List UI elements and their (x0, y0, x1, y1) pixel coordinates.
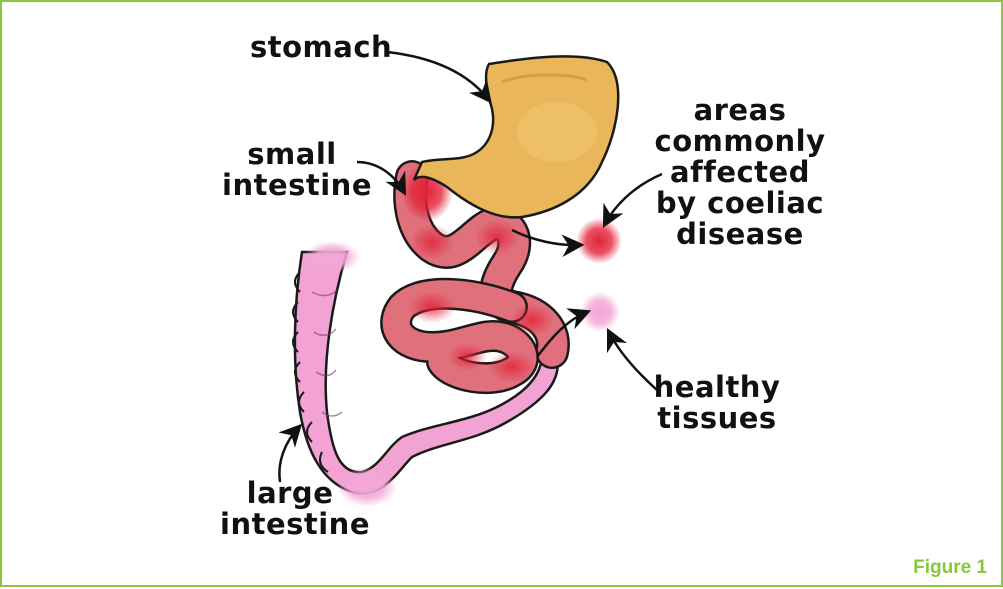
stomach-label-text: stomach (250, 30, 392, 64)
stomach-label: stomach (250, 32, 392, 63)
affected-label-line-5: disease (650, 219, 830, 250)
large-intestine-label-line-1: large (220, 478, 360, 509)
small-intestine-label: small intestine (222, 139, 362, 201)
affected-label-line-4: by coeliac (650, 188, 830, 219)
small-intestine-label-line-2: intestine (222, 170, 362, 201)
figure-caption: Figure 1 (913, 557, 987, 579)
large-intestine-arrow (279, 427, 299, 482)
affected-label-line-2: commonly (650, 126, 830, 157)
affected-areas-label: areas commonly affected by coeliac disea… (650, 95, 830, 250)
large-intestine-label-line-2: intestine (220, 509, 360, 540)
healthy-arrow-to-swatch (609, 332, 657, 390)
affected-area-swatch (576, 218, 622, 264)
stomach-arrow (387, 52, 489, 100)
healthy-label-line-1: healthy (652, 372, 782, 403)
affected-label-line-3: affected (650, 157, 830, 188)
healthy-label-line-2: tissues (652, 403, 782, 434)
affected-label-line-1: areas (650, 95, 830, 126)
healthy-tissues-label: healthy tissues (652, 372, 782, 434)
large-intestine-label: large intestine (220, 478, 360, 540)
small-intestine-label-line-1: small (222, 139, 362, 170)
